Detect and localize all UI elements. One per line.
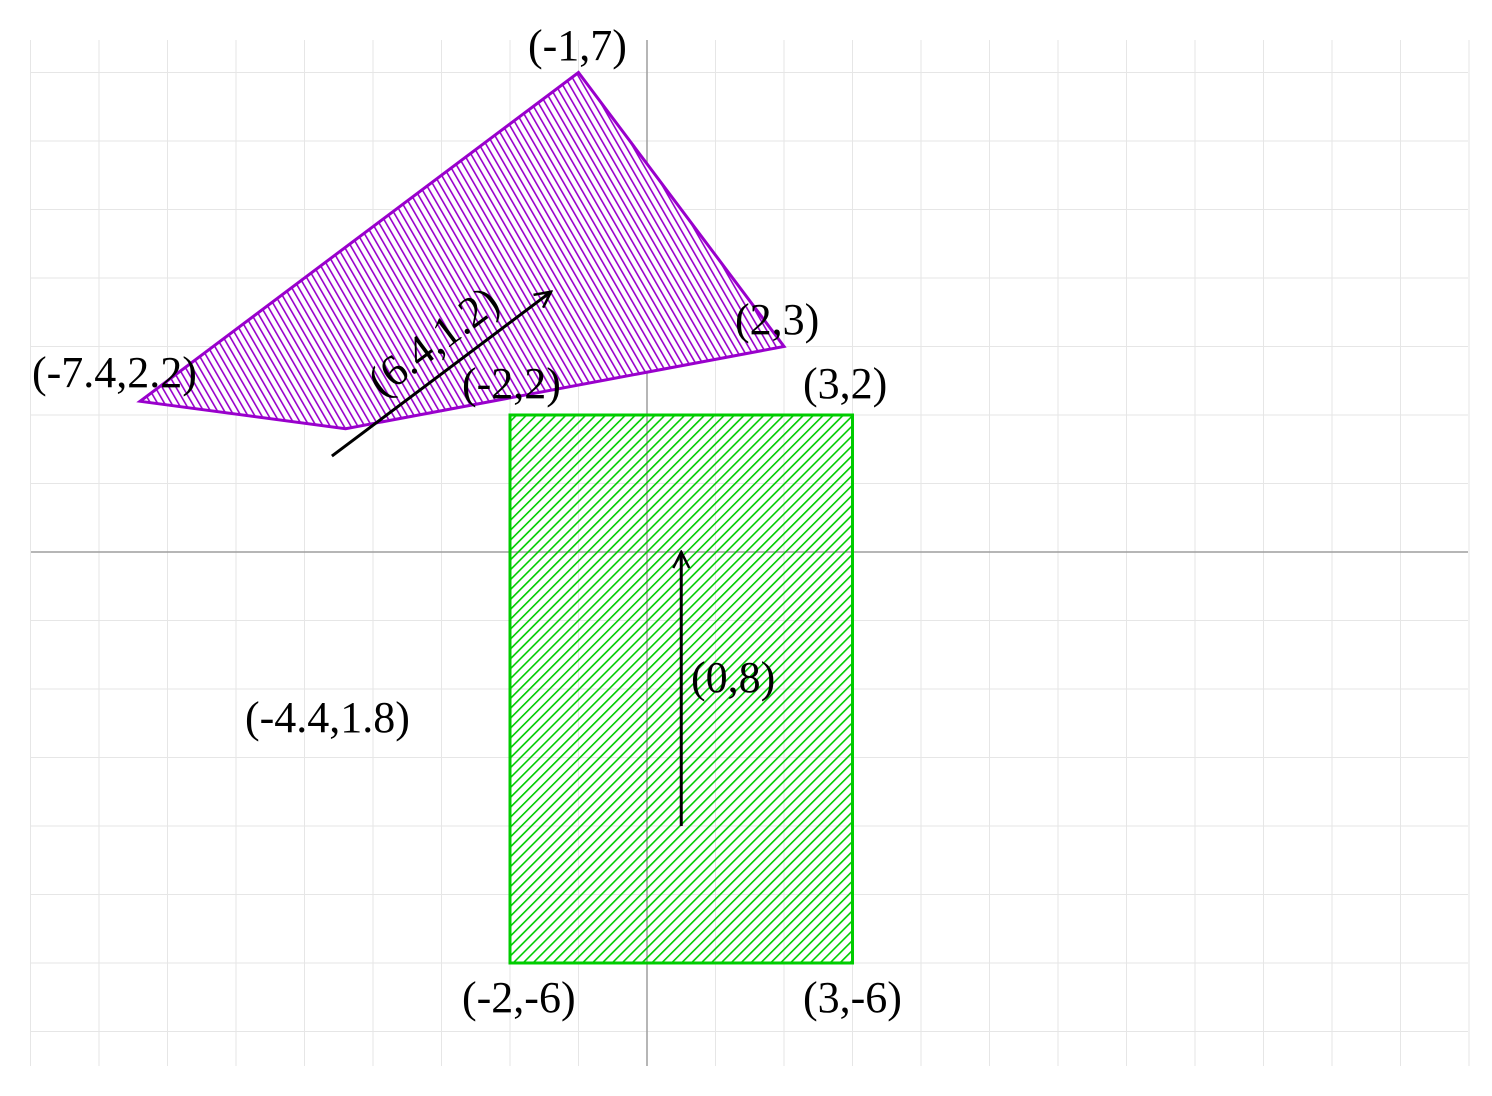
label-green-bottom-left: (-2,-6) — [462, 973, 576, 1022]
label-bottom-vertex: (-4.4,1.8) — [245, 693, 410, 742]
label-left-vertex: (-7.4,2.2) — [32, 348, 197, 397]
label-green-bottom-right: (3,-6) — [803, 973, 902, 1022]
purple-rectangle — [136, 70, 787, 431]
label-green-vector: (0,8) — [691, 653, 775, 702]
label-top-vertex: (-1,7) — [528, 21, 627, 70]
label-green-top-left: (-2,2) — [462, 359, 561, 408]
purple-vector-arrow — [330, 292, 551, 458]
label-green-top-right: (3,2) — [803, 359, 887, 408]
label-right-vertex: (2,3) — [735, 295, 819, 344]
